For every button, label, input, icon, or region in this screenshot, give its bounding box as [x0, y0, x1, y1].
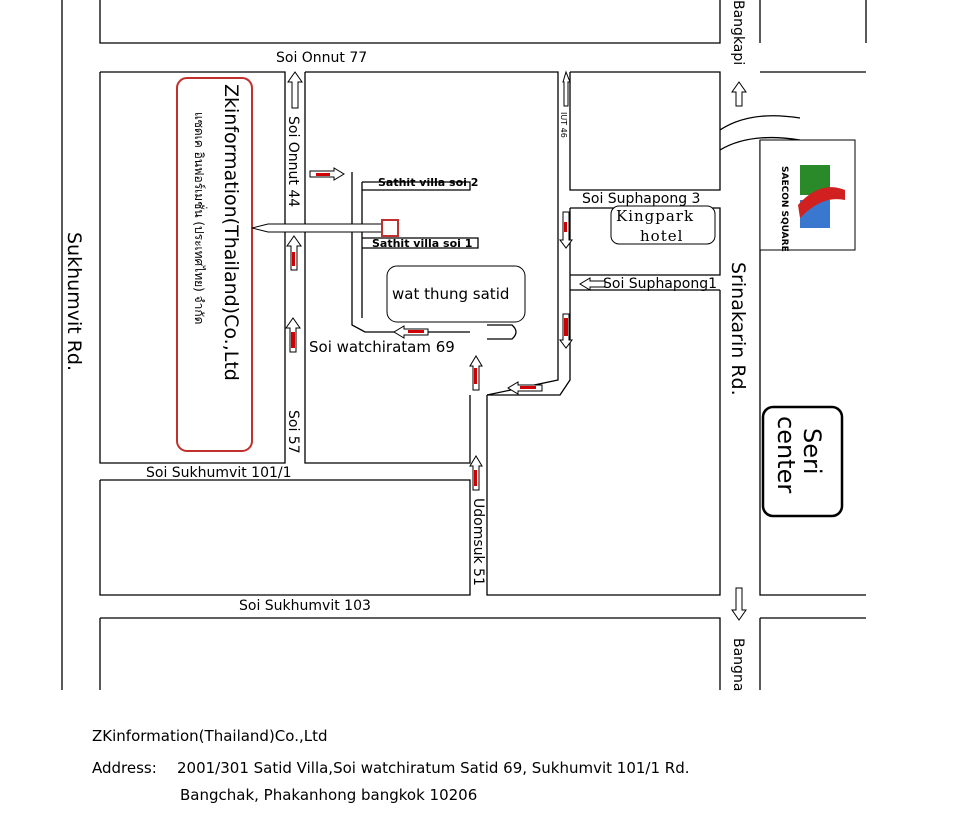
- arrow-down-icon: [731, 587, 747, 621]
- label-bangkapi: Bangkapi: [730, 0, 746, 65]
- label-bangna: Bangna: [730, 638, 746, 691]
- label-iut46: IUT 46: [559, 112, 568, 138]
- label-watchiratam: Soi watchiratam 69: [309, 338, 455, 356]
- temple-label: wat thung satid: [392, 285, 509, 303]
- label-onnut77: Soi Onnut 77: [276, 50, 367, 66]
- label-sathit2: Sathit villa soi 2: [378, 176, 478, 189]
- label-sukhumvit1011: Soi Sukhumvit 101/1: [146, 465, 292, 481]
- label-sathit1: Sathit villa soi 1: [372, 237, 472, 250]
- label-suphapong1: Soi Suphapong1: [603, 276, 717, 292]
- arrow-left-icon: [579, 277, 606, 291]
- label-suphapong3: Soi Suphapong 3: [582, 191, 700, 207]
- label-sukhumvit-rd: Sukhumvit Rd.: [63, 232, 85, 371]
- arrow-up-icon: [287, 71, 303, 109]
- footer-address-label: Address:: [92, 759, 157, 777]
- traffic-arrows: [285, 70, 747, 621]
- seri-label-1: Seri: [798, 428, 826, 475]
- hotel-label-2: hotel: [640, 227, 683, 245]
- footer-company: ZKinformation(Thailand)Co.,Ltd: [92, 727, 328, 745]
- arrow-up-icon: [731, 81, 747, 107]
- label-onnut44: Soi Onnut 44: [285, 116, 301, 207]
- company-name: Zkinformation(Thailand)Co.,Ltd: [220, 84, 242, 381]
- label-soi57: Soi 57: [285, 410, 301, 454]
- seri-label-2: center: [772, 416, 800, 493]
- label-sukhumvit103: Soi Sukhumvit 103: [239, 598, 371, 614]
- arrow-updown-icon: [562, 70, 571, 107]
- label-udomsuk51: Udomsuk 51: [470, 498, 486, 586]
- hotel-label-1: Kingpark: [616, 207, 694, 225]
- saecon-square-text: SAECON SQUARE: [779, 166, 789, 252]
- saecon-square-logo: SAECON SQUARE: [759, 139, 856, 252]
- footer-address-line1: 2001/301 Satid Villa,Soi watchiratum Sat…: [177, 759, 690, 777]
- company-marker: [381, 219, 399, 237]
- company-name-thai: แซดเค อินฟอร์เมชั่น (ประเทศไทย) จำกัด: [192, 112, 208, 324]
- label-srinakarin-rd: Srinakarin Rd.: [727, 262, 749, 396]
- company-location-box: Zkinformation(Thailand)Co.,Ltd แซดเค อิน…: [176, 77, 399, 452]
- footer-address-line2: Bangchak, Phakanhong bangkok 10206: [180, 786, 478, 804]
